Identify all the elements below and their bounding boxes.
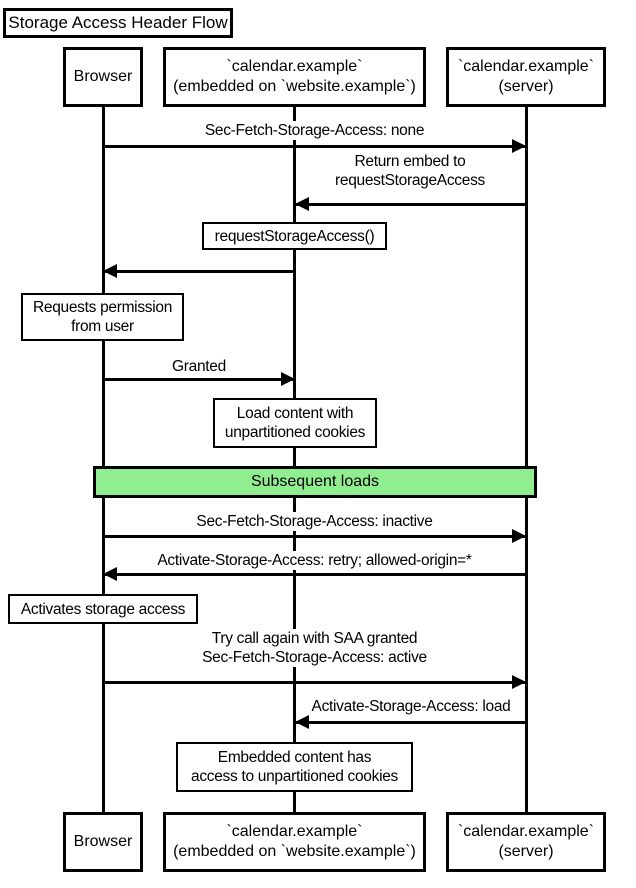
message-3-label: Granted bbox=[169, 357, 229, 376]
message-1-label: Return embed to requestStorageAccess bbox=[332, 152, 488, 190]
message-7-arrow bbox=[294, 720, 526, 724]
note-requests-permission: Requests permission from user bbox=[21, 293, 184, 341]
diagram-title: Storage Access Header Flow bbox=[3, 8, 233, 38]
note-activates-storage-access: Activates storage access bbox=[8, 594, 198, 624]
actor-bottom-browser: Browser bbox=[63, 812, 143, 872]
message-4-arrowhead bbox=[512, 529, 526, 543]
message-5-arrowhead bbox=[103, 567, 117, 581]
message-7-arrowhead bbox=[294, 715, 309, 729]
message-5-arrow bbox=[103, 572, 526, 576]
message-2-arrowhead bbox=[103, 264, 117, 278]
message-2-arrow bbox=[103, 269, 295, 273]
lifeline-server bbox=[524, 107, 528, 812]
message-1-arrowhead bbox=[294, 197, 309, 211]
message-6-arrow bbox=[103, 680, 526, 684]
lifeline-browser bbox=[101, 107, 105, 812]
lifeline-embed bbox=[293, 107, 296, 812]
message-4-arrow bbox=[103, 534, 526, 538]
actor-top-embed: `calendar.example` (embedded on `website… bbox=[163, 47, 426, 107]
message-1-arrow bbox=[294, 202, 526, 206]
message-0-arrow bbox=[103, 144, 526, 148]
actor-top-browser: Browser bbox=[63, 47, 143, 107]
message-6-label: Try call again with SAA granted Sec-Fetc… bbox=[199, 629, 430, 667]
note-embedded-content: Embedded content has access to unpartiti… bbox=[176, 742, 413, 792]
message-5-label: Activate-Storage-Access: retry; allowed-… bbox=[154, 551, 475, 570]
actor-bottom-server: `calendar.example` (server) bbox=[446, 812, 606, 872]
message-2-label-box: requestStorageAccess() bbox=[202, 222, 387, 250]
message-0-arrowhead bbox=[512, 139, 526, 153]
actor-bottom-embed: `calendar.example` (embedded on `website… bbox=[163, 812, 426, 872]
message-3-arrow bbox=[103, 377, 295, 381]
note-load-content: Load content with unpartitioned cookies bbox=[213, 398, 377, 448]
message-0-label: Sec-Fetch-Storage-Access: none bbox=[201, 121, 428, 140]
message-7-label: Activate-Storage-Access: load bbox=[308, 697, 514, 716]
message-4-label: Sec-Fetch-Storage-Access: inactive bbox=[193, 512, 436, 531]
message-6-arrowhead bbox=[512, 675, 526, 689]
actor-top-server: `calendar.example` (server) bbox=[446, 47, 606, 107]
message-3-arrowhead bbox=[280, 372, 295, 386]
divider: Subsequent loads bbox=[93, 466, 537, 498]
